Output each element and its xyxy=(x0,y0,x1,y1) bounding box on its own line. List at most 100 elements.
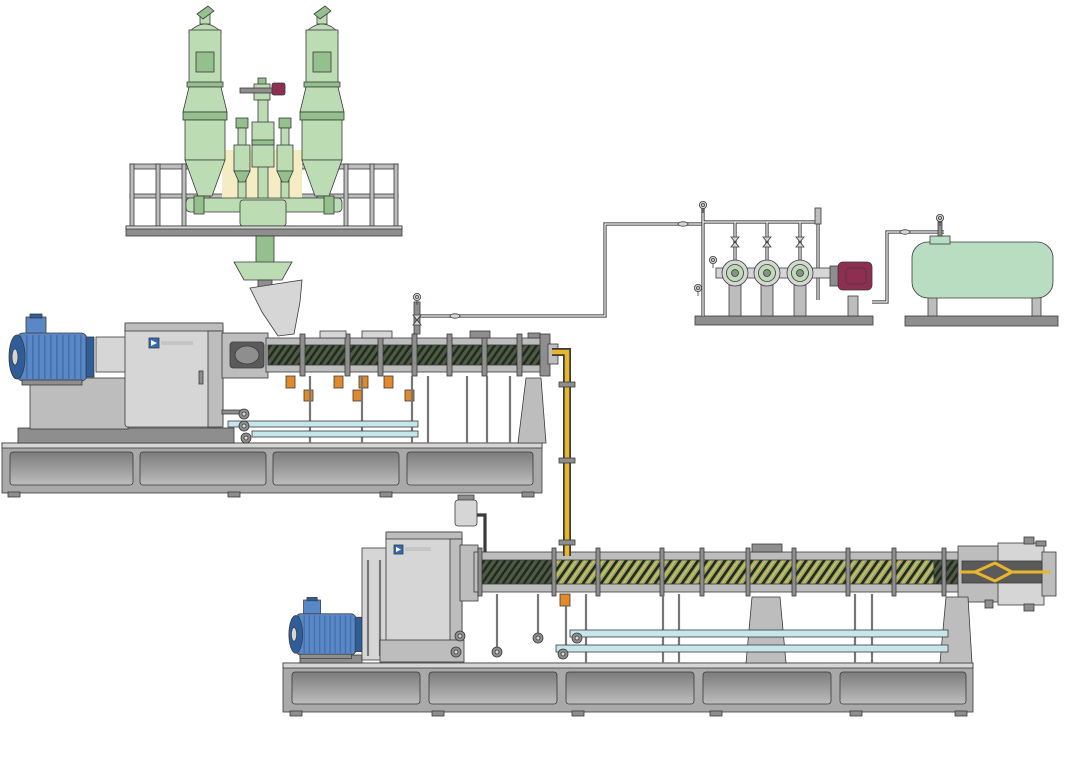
upper-extruder-barrel-part xyxy=(481,333,488,377)
tank-legs xyxy=(927,295,938,318)
upper-extruder-base-frame-part xyxy=(7,491,21,498)
upper-gearbox-logo-part xyxy=(161,341,193,345)
feed-manifold-part xyxy=(239,199,287,227)
upper-extruder-base-frame-part xyxy=(1,442,543,449)
die-melt-channel xyxy=(960,561,1050,583)
central-feeder-column xyxy=(239,77,286,201)
lower-extruder-base-frame-part xyxy=(428,671,558,705)
upper-cooling-pipes-part xyxy=(240,432,252,444)
central-feeder-column-part xyxy=(239,87,275,94)
vacuum-pump-skid-part xyxy=(730,236,740,248)
upper-barrel-supports-part xyxy=(517,377,547,444)
gearbox-oil-cooler-part xyxy=(454,499,478,527)
upper-barrel-heaters xyxy=(285,375,415,402)
upper-coupling-guard xyxy=(95,336,127,373)
vacuum-pump-1 xyxy=(721,259,749,287)
upper-gearbox-logo xyxy=(148,337,193,349)
melt-transfer-pipe-part xyxy=(558,457,576,464)
lower-extruder-base-frame-part xyxy=(565,671,695,705)
feed-manifold-part xyxy=(193,195,205,215)
lower-cooling-pipes-part xyxy=(491,646,503,658)
melt-transfer-pipe xyxy=(552,348,576,556)
melt-transfer-pipe-part xyxy=(552,349,570,556)
right-vacuum-hopper-loader xyxy=(299,5,345,209)
left-side-feeder-part xyxy=(235,117,249,129)
upper-feeding-platform-part xyxy=(393,163,399,229)
tank-base xyxy=(904,315,1059,327)
right-side-feeder xyxy=(276,117,294,209)
lower-extruder-base-frame-part xyxy=(289,710,303,717)
upper-extruder-barrel-part xyxy=(411,333,418,377)
die-head xyxy=(957,536,1057,612)
lower-extruder-barrel-part xyxy=(791,547,797,597)
feeder-drive-box xyxy=(271,82,286,96)
storage-tank-part xyxy=(929,235,951,245)
upper-cooling-pipes-part xyxy=(251,430,419,438)
upper-barrel-heaters-part xyxy=(358,375,369,389)
lower-cooling-pipes-part xyxy=(557,648,569,660)
die-head-part xyxy=(1023,603,1035,612)
upper-cooling-pipes xyxy=(221,408,419,444)
upper-gearbox-part xyxy=(207,330,224,428)
vacuum-vent-line-part xyxy=(420,223,703,317)
upper-extruder-barrel-part xyxy=(527,332,541,339)
upper-extruder-barrel-part xyxy=(319,330,347,339)
right-side-feeder-part xyxy=(276,144,294,172)
vacuum-pump-skid-part xyxy=(760,283,774,317)
feed-manifold-part xyxy=(323,195,335,215)
upper-extruder-hopper xyxy=(249,279,303,337)
pump-skid-base xyxy=(694,315,874,326)
vacuum-pump-skid-part xyxy=(795,236,805,248)
left-side-feeder xyxy=(233,117,251,209)
lower-extruder-barrel-part xyxy=(477,547,483,597)
upper-extruder-barrel-part xyxy=(377,333,384,377)
lower-extruder-base-frame xyxy=(282,662,974,717)
die-head-part xyxy=(1035,540,1047,547)
lower-extruder-barrel-part xyxy=(745,547,751,597)
lower-barrel-vent xyxy=(751,543,783,553)
storage-tank xyxy=(904,213,1059,327)
die-head-part xyxy=(1023,536,1035,545)
lower-extruder-base-frame-part xyxy=(839,671,967,705)
upper-extruder-barrel-part xyxy=(516,333,523,377)
lower-cooling-pipes-part xyxy=(569,629,949,638)
lower-extruder-barrel-part xyxy=(595,547,601,597)
die-head-part xyxy=(984,599,994,609)
upper-extruder-barrel-part xyxy=(446,333,453,377)
upper-barrel-heaters-part xyxy=(285,375,296,389)
upper-drive-bedplate xyxy=(17,427,235,444)
upper-motor-stand xyxy=(29,377,129,430)
lower-extruder-base-frame-part xyxy=(291,671,421,705)
platform-deck xyxy=(125,225,403,237)
vacuum-pump-skid-part xyxy=(694,283,702,297)
lower-screw-main-zone xyxy=(555,559,935,585)
lower-extruder-barrel-part xyxy=(699,547,705,597)
upper-extruder-barrel-part xyxy=(469,330,491,339)
lower-extruder-barrel-part xyxy=(551,547,557,597)
vacuum-pump-skid-part xyxy=(814,207,822,225)
lower-barrel-heater xyxy=(559,593,571,607)
upper-feed-throat-part xyxy=(234,345,260,365)
lower-gearbox-logo-part xyxy=(405,547,431,551)
feed-down-tube-part xyxy=(233,261,293,281)
lower-gearbox xyxy=(379,531,465,663)
lower-gearbox-logo xyxy=(393,544,431,555)
lower-extruder-barrel-part xyxy=(659,547,665,597)
gearbox-oil-cooler-part xyxy=(477,513,487,552)
upper-feeding-platform-part xyxy=(343,163,349,229)
vacuum-vent-line-part xyxy=(420,222,703,318)
skid-to-tank-line xyxy=(872,229,944,304)
upper-extruder-barrel-part xyxy=(299,333,306,377)
upper-extruder-barrel xyxy=(265,330,559,377)
upper-extruder-base-frame-part xyxy=(406,451,534,486)
platform-deck-part xyxy=(125,225,403,230)
vacuum-vent-line xyxy=(420,221,703,319)
lower-extruder-base-frame-part xyxy=(849,710,863,717)
lower-cooling-pipes-part xyxy=(571,632,583,644)
tank-gauge xyxy=(936,213,944,227)
upper-feeding-platform-part xyxy=(181,163,187,229)
upper-extruder-base-frame xyxy=(1,442,543,498)
lower-extruder-barrel-part xyxy=(891,547,897,597)
lower-extruder-base-frame-part xyxy=(571,710,585,717)
lower-extruder xyxy=(282,494,1057,717)
